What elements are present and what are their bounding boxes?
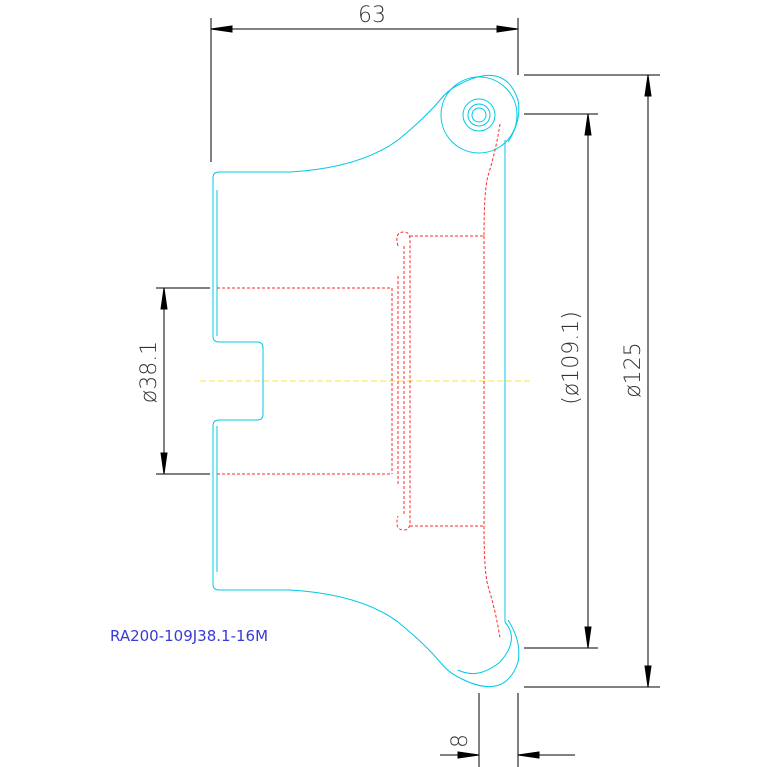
dim-38-text: ø38.1 xyxy=(137,341,162,403)
dim-109: (ø109.1) xyxy=(524,113,598,649)
part-outline xyxy=(212,74,520,688)
dim-8-text: 8 xyxy=(448,734,473,748)
dim-63: 63 xyxy=(210,3,519,162)
dim-125-text: ø125 xyxy=(621,342,646,397)
dim-125: ø125 xyxy=(524,74,660,688)
dim-109-text: (ø109.1) xyxy=(559,311,584,405)
hidden-lines xyxy=(217,123,501,639)
dim-38: ø38.1 xyxy=(137,287,210,475)
dim-63-text: 63 xyxy=(358,3,386,28)
dim-8: 8 xyxy=(440,693,575,767)
part-number-label: RA200-109J38.1-16M xyxy=(110,627,268,645)
